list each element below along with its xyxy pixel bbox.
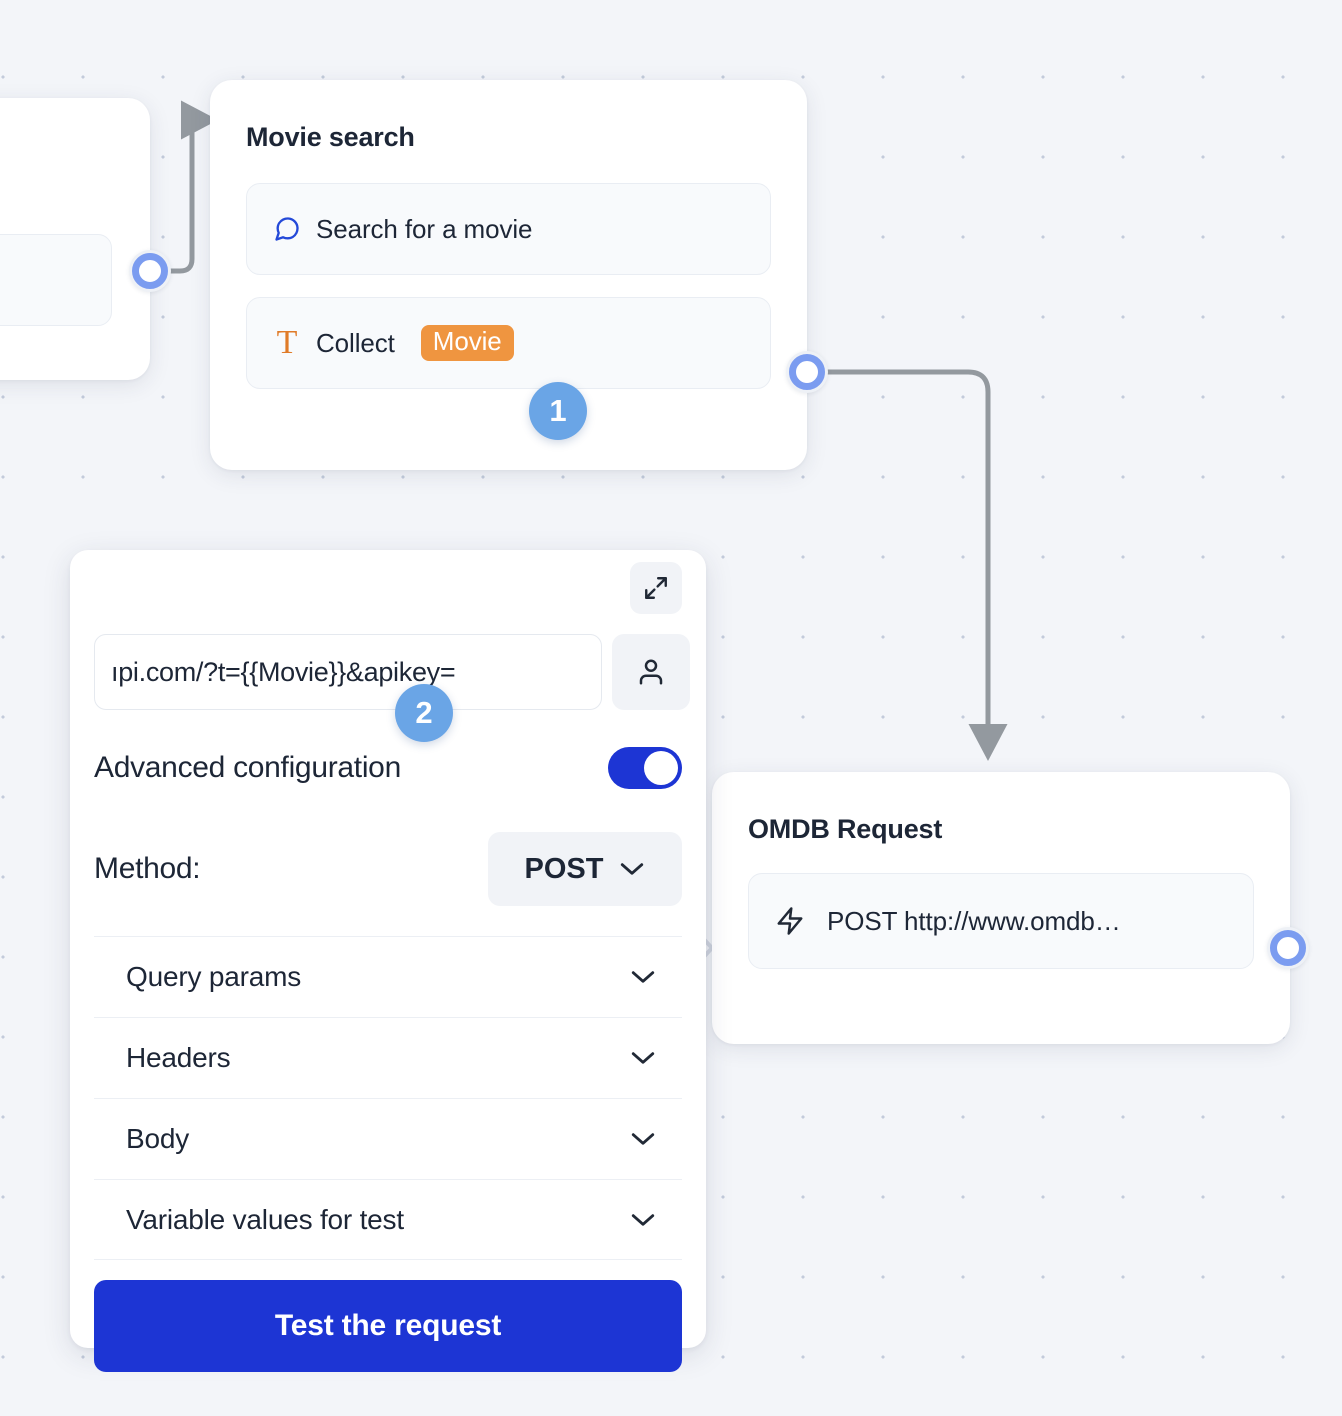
node-card-movie-search[interactable]: Movie search Search for a movie T Collec… <box>210 80 807 470</box>
chevron-down-icon <box>619 861 645 877</box>
accordion-sections: Query params Headers Body Variable value… <box>94 936 682 1260</box>
method-label: Method: <box>94 852 201 885</box>
method-value: POST <box>524 852 604 885</box>
step-badge-2: 2 <box>395 684 453 742</box>
accordion-item-body[interactable]: Body <box>94 1098 682 1179</box>
accordion-item-headers[interactable]: Headers <box>94 1017 682 1098</box>
chevron-down-icon <box>630 1050 674 1066</box>
node-title: Movie search <box>246 122 415 152</box>
connector-port-omdb-request[interactable] <box>1267 927 1309 969</box>
node-row-label: Collect <box>316 327 395 358</box>
advanced-configuration-row: Advanced configuration <box>94 740 682 796</box>
accordion-label: Variable values for test <box>126 1203 404 1235</box>
chevron-down-icon <box>630 1131 674 1147</box>
node-row-label: Search for a movie <box>316 213 533 244</box>
test-the-request-button[interactable]: Test the request <box>94 1280 682 1372</box>
node-row-collect-movie[interactable]: T Collect Movie <box>246 297 771 389</box>
method-row: Method: POST <box>94 832 682 906</box>
connector-port-movie-search[interactable] <box>786 351 828 393</box>
node-card-omdb-request[interactable]: OMDB Request POST http://www.omdb… <box>712 772 1290 1044</box>
zap-icon <box>775 906 805 936</box>
node-row[interactable] <box>0 234 112 326</box>
chevron-down-icon <box>630 1212 674 1228</box>
step-badge-1: 1 <box>529 382 587 440</box>
message-icon <box>273 215 301 243</box>
accordion-label: Headers <box>126 1042 231 1073</box>
accordion-item-variable-values-for-test[interactable]: Variable values for test <box>94 1179 682 1260</box>
connector-port-left-card[interactable] <box>129 250 171 292</box>
advanced-configuration-label: Advanced configuration <box>94 751 401 784</box>
node-row-label: POST http://www.omdb… <box>827 905 1121 936</box>
expand-button[interactable] <box>630 562 682 614</box>
request-config-panel[interactable]: Advanced configuration Method: POST Quer… <box>70 550 706 1372</box>
accordion-label: Query params <box>126 961 301 992</box>
auth-user-button[interactable] <box>612 634 690 710</box>
accordion-item-query-params[interactable]: Query params <box>94 936 682 1017</box>
node-row-post-request[interactable]: POST http://www.omdb… <box>748 873 1254 969</box>
url-row <box>94 634 690 710</box>
variable-chip-movie[interactable]: Movie <box>420 324 514 362</box>
advanced-configuration-toggle[interactable] <box>608 747 682 789</box>
accordion-label: Body <box>126 1123 190 1154</box>
user-icon <box>636 657 666 687</box>
request-url-input[interactable] <box>94 634 602 710</box>
node-title: OMDB Request <box>748 814 943 844</box>
text-type-icon: T <box>276 324 298 361</box>
chevron-down-icon <box>630 969 674 985</box>
node-card-partial[interactable] <box>0 98 150 380</box>
node-row-search-for-a-movie[interactable]: Search for a movie <box>246 183 771 275</box>
method-select[interactable]: POST <box>488 832 682 906</box>
expand-icon <box>643 575 669 601</box>
